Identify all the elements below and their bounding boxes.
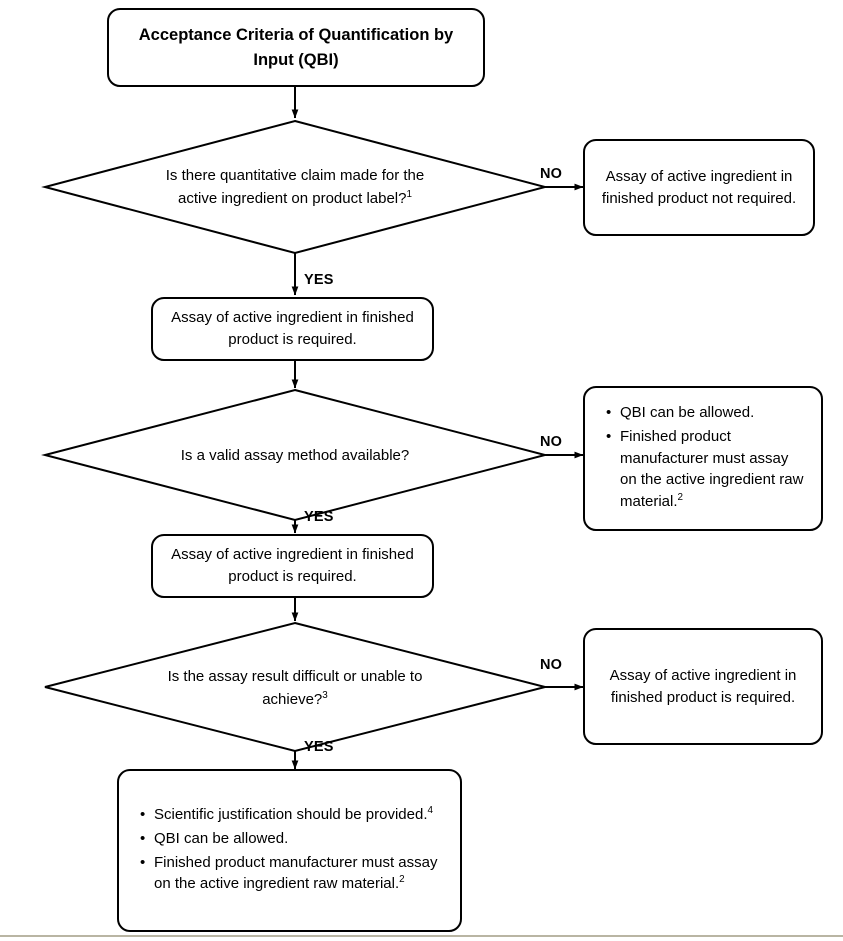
edge-label-yes-2: YES — [304, 509, 334, 525]
node-process-1[interactable]: Assay of active ingredient in finished p… — [151, 297, 434, 361]
node-process-2[interactable]: Assay of active ingredient in finished p… — [151, 534, 434, 598]
node-start[interactable]: Acceptance Criteria of Quantification by… — [107, 8, 485, 87]
list-item: QBI can be allowed. — [140, 828, 444, 850]
process-2-label: Assay of active ingredient in finished p… — [171, 546, 414, 585]
edge-label-no-1: NO — [540, 166, 563, 182]
decision-3-no-label: Assay of active ingredient in finished p… — [609, 666, 797, 706]
page-bottom-rule — [0, 935, 843, 937]
node-decision-2-no-outcome[interactable]: QBI can be allowed. Finished product man… — [583, 386, 823, 531]
node-decision-3-no-outcome[interactable]: Assay of active ingredient in finished p… — [583, 628, 823, 745]
decision-1-diamond — [41, 119, 549, 255]
list-item: Finished product manufacturer must assay… — [140, 852, 444, 896]
node-start-label: Acceptance Criteria of Quantification by… — [138, 25, 454, 69]
list-item: Finished product manufacturer must assay… — [606, 426, 805, 513]
edge-label-yes-1: YES — [304, 272, 334, 288]
decision-2-diamond — [41, 388, 549, 522]
edge-label-yes-3: YES — [304, 739, 334, 755]
decision-2-no-bullet-list: QBI can be allowed. Finished product man… — [603, 402, 805, 515]
decision-1-no-label: Assay of active ingredient in finished p… — [601, 167, 797, 207]
final-outcome-bullet-list: Scientific justification should be provi… — [137, 804, 444, 897]
node-final-outcome[interactable]: Scientific justification should be provi… — [117, 769, 462, 932]
process-1-label: Assay of active ingredient in finished p… — [171, 309, 414, 348]
list-item: QBI can be allowed. — [606, 402, 805, 424]
node-decision-1-no-outcome[interactable]: Assay of active ingredient in finished p… — [583, 139, 815, 236]
edge-label-no-3: NO — [540, 657, 563, 673]
decision-3-diamond — [44, 621, 546, 753]
edge-label-no-2: NO — [540, 434, 563, 450]
list-item: Scientific justification should be provi… — [140, 804, 444, 826]
